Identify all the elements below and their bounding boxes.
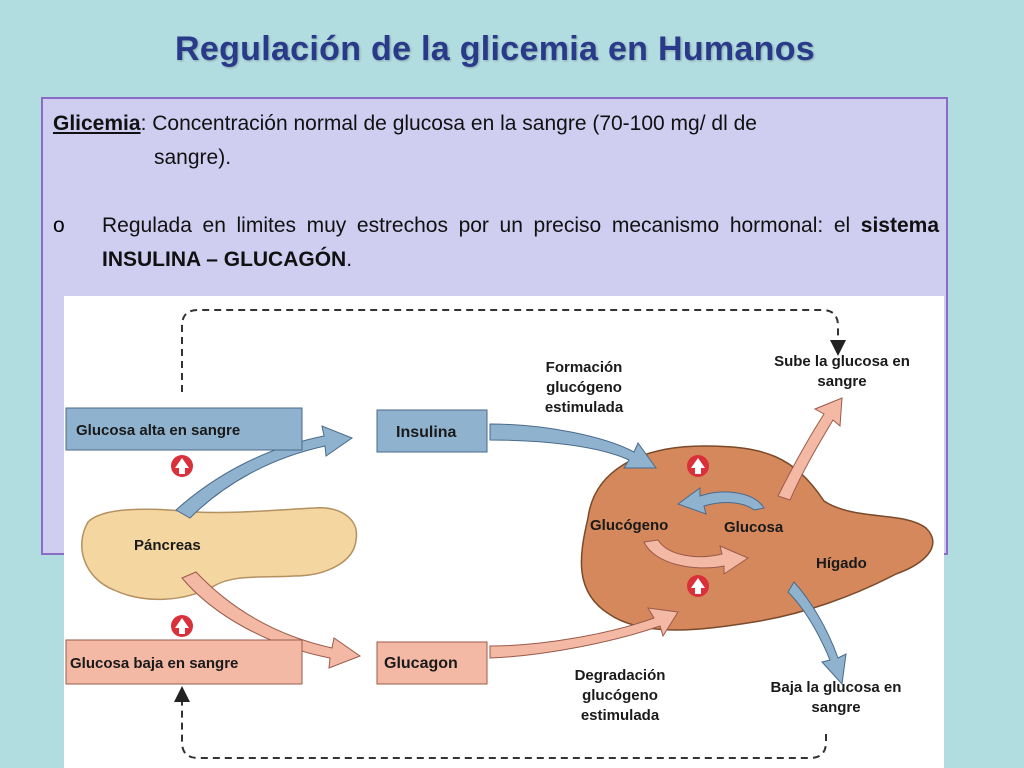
formation-label-line2: glucógeno (546, 379, 622, 396)
bullet-text-end: . (346, 248, 353, 271)
definition-term: Glicemia (53, 112, 141, 135)
formation-label-line3: estimulada (545, 399, 624, 416)
glucose-low-label: Glucosa baja en sangre (70, 655, 238, 672)
up-marker-icon (687, 455, 709, 477)
glycogen-cycle-bottom-arrow (643, 539, 750, 575)
pancreas-to-glucagon-arrow (181, 571, 362, 669)
definition-paragraph: Glicemia: Concentración normal de glucos… (53, 107, 939, 175)
degradation-label-line1: Degradación (575, 667, 666, 684)
drop-label-line1: Baja la glucosa en (771, 679, 902, 696)
pancreas-label: Páncreas (134, 537, 201, 554)
up-marker-icon (687, 575, 709, 597)
glucose-low-box (65, 639, 303, 685)
glucose-label: Glucosa (724, 519, 784, 536)
insulin-box (376, 409, 488, 453)
insulin-label: Insulina (396, 424, 457, 441)
liver-to-low-glucose-arrow (787, 581, 847, 686)
glucose-high-box (65, 407, 303, 451)
liver-shape (580, 445, 934, 631)
liver-label: Hígado (816, 555, 867, 572)
bullet-text-bold: sistema INSULINA – GLUCAGÓN (102, 214, 939, 271)
pancreas-shape (81, 507, 358, 601)
degradation-label-line2: glucógeno (582, 687, 658, 704)
glycemia-regulation-diagram: Glucosa alta en sangre Insulina Glucosa … (64, 296, 944, 768)
bullet-text: Regulada en limites muy estrechos por un… (102, 214, 861, 237)
rise-label-line1: Sube la glucosa en (774, 353, 910, 370)
glycogen-label: Glucógeno (590, 517, 668, 534)
glucagon-box (376, 641, 488, 685)
drop-label-line2: sangre (811, 699, 860, 716)
formation-label-line1: Formación (546, 359, 623, 376)
feedback-loop-bottom (174, 686, 827, 759)
rise-label-line2: sangre (817, 373, 866, 390)
up-marker-icon (171, 455, 193, 477)
degradation-label-line3: estimulada (581, 707, 660, 724)
glucagon-label: Glucagon (384, 655, 458, 672)
bullet-paragraph: Regulada en limites muy estrechos por un… (102, 209, 939, 277)
feedback-loop-top (181, 309, 846, 392)
up-marker-icon (171, 615, 193, 637)
glucose-high-label: Glucosa alta en sangre (76, 422, 240, 439)
slide-title: Regulación de la glicemia en Humanos (175, 30, 815, 68)
liver-to-high-glucose-arrow (777, 397, 843, 501)
definition-text-line1: : Concentración normal de glucosa en la … (140, 112, 757, 135)
insulin-to-liver-arrow (489, 423, 657, 469)
bullet-marker: o (53, 214, 65, 237)
glucagon-to-liver-arrow (489, 607, 679, 659)
pancreas-to-insulin-arrow (175, 425, 354, 519)
definition-text-line2: sangre). (154, 146, 232, 169)
glycogen-cycle-top-arrow (676, 487, 765, 515)
